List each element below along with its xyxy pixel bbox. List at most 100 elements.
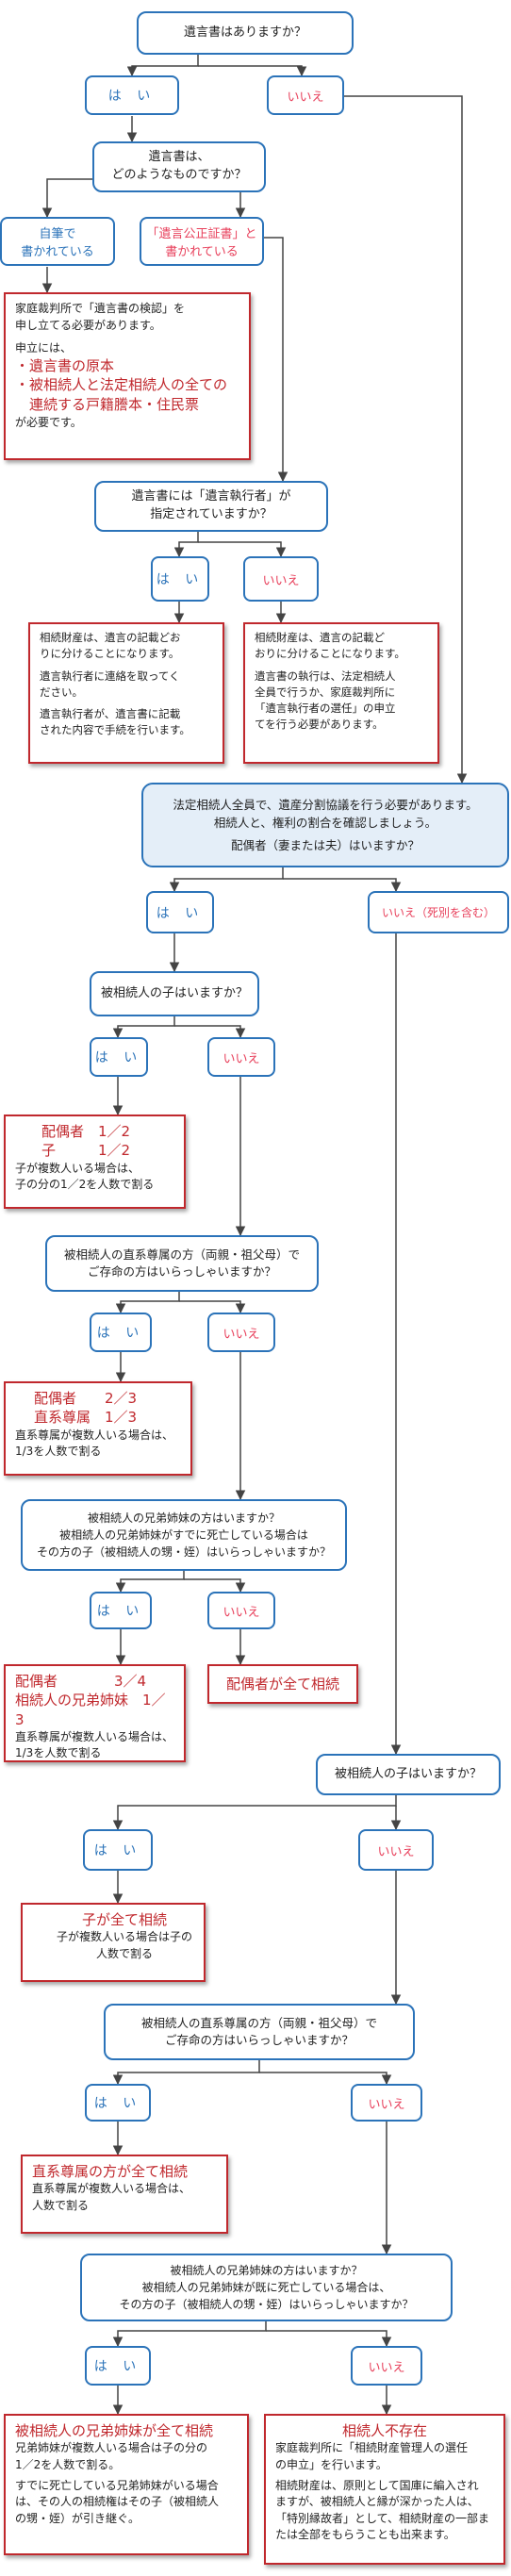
- share-spouse: 配偶者 3／4: [15, 1673, 147, 1690]
- answer-label: は い: [93, 2359, 142, 2374]
- question-line: その方の子（被相続人の甥・姪）はいらっしゃいますか？: [36, 1545, 331, 1559]
- answer-yes-siblings: は い: [90, 1592, 152, 1629]
- result-note: 直系尊属が複数人いる場合は、: [15, 1428, 174, 1442]
- share-ascendants: 直系尊属 1／3: [34, 1409, 138, 1427]
- answer-yes-executor: は い: [151, 556, 209, 602]
- result-text: 遺言執行者に連絡を取ってく: [40, 669, 180, 683]
- result-spouse-siblings: 配偶者 3／4 相続人の兄弟姉妹 1／3 直系尊属が複数人いる場合は、 1/3を…: [4, 1664, 186, 1762]
- question-line: 被相続人の兄弟姉妹の方はいますか？: [87, 1511, 280, 1525]
- result-headline: 子が全て相続: [81, 1911, 167, 1928]
- result-probate: 家庭裁判所で「遺言書の検認」を 申し立てる必要があります。 申立には、 ・遺言書…: [4, 292, 251, 460]
- result-text: ださい。: [40, 685, 83, 699]
- question-line: 被相続人の直系尊属の方（両親・祖父母）で: [63, 1247, 300, 1262]
- result-siblings-all: 被相続人の兄弟姉妹が全て相続 兄弟姉妹が複数人いる場合は子の分の 1／2を人数で…: [4, 2414, 249, 2555]
- answer-label: いいえ: [368, 2097, 405, 2112]
- question-line: その方の子（被相続人の甥・姪）はいらっしゃいますか？: [119, 2298, 414, 2311]
- result-note: たは全部をもらうことも出来ます。: [275, 2528, 455, 2542]
- result-text: 「遺言執行者の選任」の申立: [255, 702, 396, 715]
- answer-label: は い: [93, 2096, 142, 2111]
- question-text: 遺言書はありますか？: [183, 25, 306, 40]
- result-text: 全員で行うか、家庭裁判所に: [255, 685, 396, 699]
- result-headline: 直系尊属の方が全て相続: [32, 2163, 189, 2180]
- answer-yes-child-no-spouse: は い: [83, 1829, 153, 1871]
- result-note: 家庭裁判所に「相続財産管理人の選任: [275, 2441, 469, 2455]
- question-ascendants-no-spouse: 被相続人の直系尊属の方（両親・祖父母）で ご存命の方はいらっしゃいますか？: [104, 2004, 415, 2060]
- result-text: おりに分けることになります。: [255, 647, 405, 661]
- answer-label: いいえ: [223, 1327, 260, 1342]
- answer-label: は い: [93, 1843, 142, 1858]
- result-executor-no: 相続財産は、遺言の記載ど おりに分けることになります。 遺言書の執行は、法定相続…: [243, 622, 439, 764]
- answer-yes-spouse: は い: [146, 891, 214, 933]
- answer-label: は い: [94, 1050, 143, 1065]
- answer-yes-siblings-no-spouse: は い: [85, 2346, 151, 2386]
- share-child: 子 1／2: [41, 1142, 131, 1160]
- question-siblings: 被相続人の兄弟姉妹の方はいますか？ 被相続人の兄弟姉妹がすでに死亡している場合は…: [21, 1499, 347, 1571]
- result-text: 遺言執行者が、遺言書に記載: [40, 707, 181, 720]
- question-executor: 遺言書には「遺言執行者」が 指定されていますか？: [94, 481, 328, 532]
- result-note: の申立」を行います。: [275, 2457, 387, 2471]
- result-note: は、その人の相続権はその子（被相続人: [15, 2495, 220, 2509]
- option-line: 書かれている: [21, 245, 94, 259]
- answer-yes-ascendants-no-spouse: は い: [85, 2084, 151, 2122]
- result-note: 相続財産は、原則として国庫に編入され: [275, 2479, 479, 2493]
- result-text: された内容で手続を行います。: [40, 723, 190, 737]
- question-line: 被相続人の兄弟姉妹の方はいますか？: [170, 2264, 363, 2277]
- answer-label: いいえ: [223, 1051, 260, 1066]
- answer-label: いいえ: [368, 2360, 405, 2375]
- result-note: 1/3を人数で割る: [15, 1746, 102, 1760]
- question-line: 遺言書には「遺言執行者」が: [131, 489, 291, 504]
- option-holograph-will: 自筆で 書かれている: [0, 217, 115, 266]
- result-note: 「特別縁故者」として、相続財産の一部ま: [275, 2511, 490, 2525]
- info-division-spouse: 法定相続人全員で、遺産分割協議を行う必要があります。 相続人と、権利の割合を確認…: [141, 783, 509, 867]
- result-note: 1/3を人数で割る: [15, 1444, 102, 1458]
- option-line: 自筆で: [39, 227, 76, 241]
- question-text: 被相続人の子はいますか？: [100, 985, 248, 1000]
- answer-label: いいえ: [377, 1844, 415, 1859]
- result-note: 子の分の1／2を人数で割る: [15, 1177, 155, 1191]
- answer-label: は い: [156, 905, 205, 921]
- result-note: ますが、被相続人と縁が深かった人は、: [275, 2495, 479, 2509]
- share-spouse: 配偶者 1／2: [41, 1123, 131, 1140]
- result-text: てを行う必要があります。: [255, 718, 384, 732]
- question-line: どのようなものですか？: [111, 168, 247, 182]
- answer-label: は い: [96, 1604, 145, 1619]
- answer-yes-will: は い: [85, 75, 179, 115]
- answer-label: いいえ: [223, 1605, 260, 1620]
- option-line: 「遺言公正証書」と: [146, 227, 257, 241]
- question-will-exists: 遺言書はありますか？: [137, 11, 354, 55]
- answer-no-executor: いいえ: [243, 556, 319, 602]
- answer-no-child-no-spouse: いいえ: [358, 1829, 434, 1871]
- result-text: 遺言書の執行は、法定相続人: [255, 669, 396, 683]
- question-line: 被相続人の直系尊属の方（両親・祖父母）で: [140, 2015, 377, 2030]
- result-text: が必要です。: [15, 415, 82, 429]
- result-spouse-child: 配偶者 1／2 子 1／2 子が複数人いる場合は、 子の分の1／2を人数で割る: [4, 1115, 186, 1209]
- result-spouse-all: 配偶者が全て相続: [207, 1664, 358, 1704]
- question-ascendants: 被相続人の直系尊属の方（両親・祖父母）で ご存命の方はいらっしゃいますか？: [45, 1235, 319, 1292]
- question-siblings-no-spouse: 被相続人の兄弟姉妹の方はいますか？ 被相続人の兄弟姉妹が既に死亡している場合は、…: [80, 2254, 453, 2321]
- question-child: 被相続人の子はいますか？: [90, 971, 259, 1016]
- info-line: 法定相続人全員で、遺産分割協議を行う必要があります。: [173, 797, 478, 812]
- result-note: すでに死亡している兄弟姉妹がいる場合: [15, 2479, 219, 2493]
- answer-yes-child: は い: [90, 1037, 148, 1077]
- question-will-type: 遺言書は、 どのようなものですか？: [92, 141, 266, 192]
- answer-no-spouse: いいえ（死別を含む）: [368, 891, 509, 933]
- question-text: 被相続人の子はいますか？: [334, 1766, 482, 1781]
- answer-label: いいえ: [262, 573, 300, 588]
- required-doc-family-register: ・被相続人と法定相続人の全ての: [15, 376, 228, 394]
- result-text: 相続財産は、遺言の記載ど: [255, 631, 385, 644]
- answer-label: いいえ（死別を含む）: [381, 906, 495, 919]
- question-child-no-spouse: 被相続人の子はいますか？: [316, 1754, 501, 1795]
- answer-no-siblings-no-spouse: いいえ: [351, 2346, 422, 2386]
- question-line: 遺言書は、: [148, 150, 210, 165]
- result-note: 人数で割る: [95, 1946, 153, 1960]
- result-note: 直系尊属が複数人いる場合は、: [32, 2182, 191, 2196]
- required-doc-family-register-cont: 連続する戸籍謄本・住民票: [15, 395, 200, 413]
- result-note: の甥・姪）が引き継ぐ。: [15, 2511, 140, 2525]
- result-text: 申し立てる必要があります。: [15, 319, 161, 332]
- result-headline: 被相続人の兄弟姉妹が全て相続: [15, 2422, 214, 2439]
- result-text: 相続財産は、遺言の記載どお: [40, 631, 181, 644]
- result-note: 兄弟姉妹が複数人いる場合は子の分の: [15, 2441, 208, 2455]
- answer-no-will: いいえ: [267, 75, 344, 115]
- result-text: 申立には、: [15, 341, 73, 355]
- question-line: ご存命の方はいらっしゃいますか？: [87, 1264, 276, 1279]
